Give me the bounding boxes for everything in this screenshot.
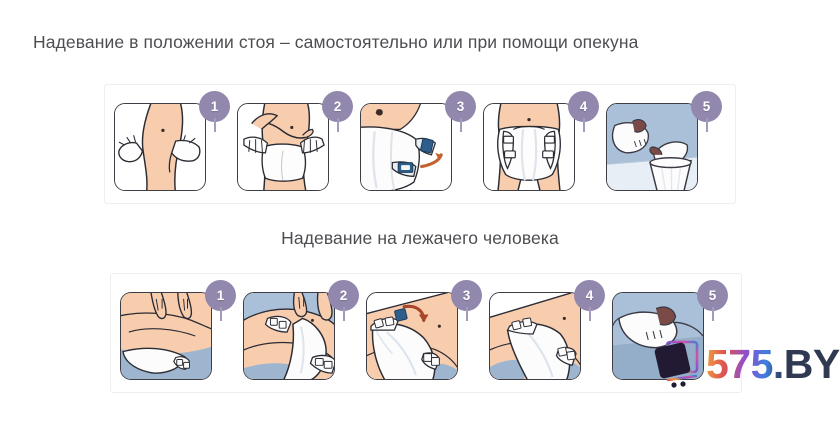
step-number-badge: 5	[691, 91, 722, 132]
steps-list-lying: 1	[111, 274, 741, 392]
page-title-standing: Надевание в положении стоя – самостоятел…	[33, 32, 639, 52]
step-item[interactable]: 1	[120, 280, 236, 382]
steps-row-lying: 1	[110, 273, 742, 393]
steps-row-standing: 1 2	[104, 84, 736, 204]
step-number-badge: 2	[322, 91, 353, 132]
step-number-badge: 3	[445, 91, 476, 132]
step-number-badge: 5	[697, 280, 728, 321]
step-item[interactable]: 3	[360, 91, 476, 193]
step-illustration-hip-with-open-brief	[114, 103, 206, 191]
step-number-badge: 3	[451, 280, 482, 321]
step-item[interactable]: 1	[114, 91, 230, 193]
step-illustration-disposal-in-bin	[606, 103, 698, 191]
watermark-text: 575.BY	[706, 340, 840, 387]
step-illustration-fitted-brief-front	[483, 103, 575, 191]
step-item[interactable]: 4	[483, 91, 599, 193]
step-illustration-closing-tab-arrow	[366, 292, 458, 380]
shopping-bag-logo-icon	[652, 336, 708, 392]
step-number-badge: 1	[205, 280, 236, 321]
step-item[interactable]: 5	[606, 91, 722, 193]
steps-list-standing: 1 2	[105, 85, 735, 203]
watermark-logo: 575.BY	[652, 333, 840, 395]
step-item[interactable]: 3	[366, 280, 482, 382]
step-illustration-fastening-side-tabs	[360, 103, 452, 191]
step-number-badge: 4	[568, 91, 599, 132]
step-illustration-tabs-secured-side	[489, 292, 581, 380]
step-item[interactable]: 2	[237, 91, 353, 193]
step-number-badge: 2	[328, 280, 359, 321]
step-illustration-rolled-person-sliding-brief	[120, 292, 212, 380]
step-item[interactable]: 4	[489, 280, 605, 382]
step-item[interactable]: 2	[243, 280, 359, 382]
step-number-badge: 4	[574, 280, 605, 321]
step-illustration-brief-between-legs	[243, 292, 335, 380]
page-title-lying: Надевание на лежачего человека	[281, 228, 559, 248]
step-illustration-pulling-brief-up	[237, 103, 329, 191]
step-number-badge: 1	[199, 91, 230, 132]
